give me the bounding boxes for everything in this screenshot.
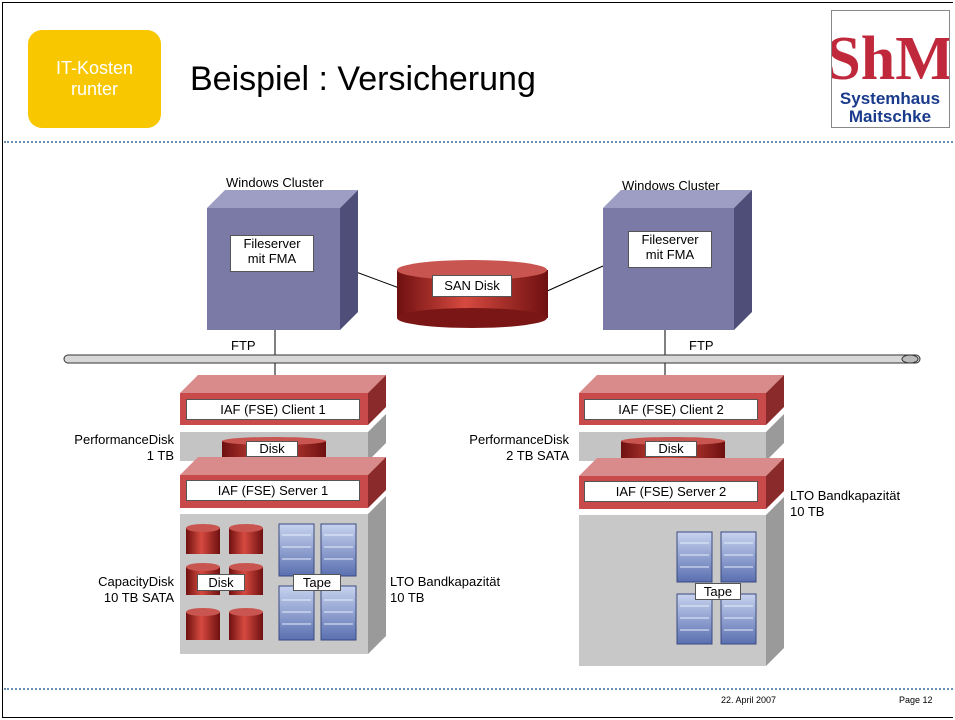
logo-line-1: Systemhaus (840, 89, 940, 108)
right-lto-line-2: 10 TB (790, 504, 825, 519)
client-2-label: IAF (FSE) Client 2 (584, 399, 758, 420)
ftp-left-label: FTP (231, 338, 256, 353)
server-2-label: IAF (FSE) Server 2 (584, 481, 758, 502)
ftp-right-label: FTP (689, 338, 714, 353)
fileserver-left-line-1: Fileserver (243, 236, 301, 251)
logo-mark-text: ShM (832, 25, 949, 93)
network-bus (63, 354, 921, 364)
fileserver-left-line-2: mit FMA (247, 251, 297, 266)
cluster-right-label: Windows Cluster (622, 178, 720, 193)
topic-badge: IT-Kosten runter (28, 30, 161, 128)
company-logo: ShM Systemhaus Maitschke (826, 10, 954, 128)
tape-library-right (676, 531, 757, 645)
page-title: Beispiel : Versicherung (190, 60, 536, 98)
right-disk-label: Disk (645, 441, 697, 457)
footer-page-number: Page 12 (899, 695, 933, 705)
right-perf-line-2: 2 TB SATA (506, 448, 569, 463)
client-1-label: IAF (FSE) Client 1 (186, 399, 360, 420)
logo-mark: ShM Systemhaus Maitschke (826, 25, 953, 126)
left-perf-line-1: PerformanceDisk (74, 432, 174, 447)
san-disk-label: SAN Disk (432, 275, 512, 297)
header-divider (4, 141, 953, 143)
fileserver-right-line-1: Fileserver (641, 232, 699, 247)
capacity-disk-array (186, 524, 263, 640)
logo-line-2: Maitschke (849, 107, 931, 126)
left-perf-line-2: 1 TB (146, 448, 174, 463)
server-1-label: IAF (FSE) Server 1 (186, 480, 360, 501)
left-lto-line-2: 10 TB (390, 590, 425, 605)
badge-line-1: IT-Kosten (55, 58, 134, 78)
capacity-line-2: 10 TB SATA (103, 590, 174, 605)
capacity-disk-label: Disk (197, 574, 245, 591)
fileserver-right-line-2: mit FMA (645, 247, 695, 262)
tape-library-left (278, 523, 357, 641)
left-disk-label: Disk (246, 441, 298, 457)
cluster-left-label: Windows Cluster (226, 175, 324, 190)
fileserver-right-box: Fileserver mit FMA (628, 231, 712, 268)
right-tape-label: Tape (695, 583, 741, 600)
server-cube-right (603, 190, 752, 330)
link-right-san (544, 265, 604, 293)
capacity-line-1: CapacityDisk (98, 574, 174, 589)
footer-divider (4, 688, 953, 690)
left-tape-label: Tape (293, 574, 341, 591)
right-perf-line-1: PerformanceDisk (469, 432, 569, 447)
badge-line-2: runter (70, 79, 119, 99)
footer-date: 22. April 2007 (721, 695, 777, 705)
right-lto-line-1: LTO Bandkapazität (790, 488, 901, 503)
left-lto-line-1: LTO Bandkapazität (390, 574, 501, 589)
fileserver-left-box: Fileserver mit FMA (230, 235, 314, 272)
